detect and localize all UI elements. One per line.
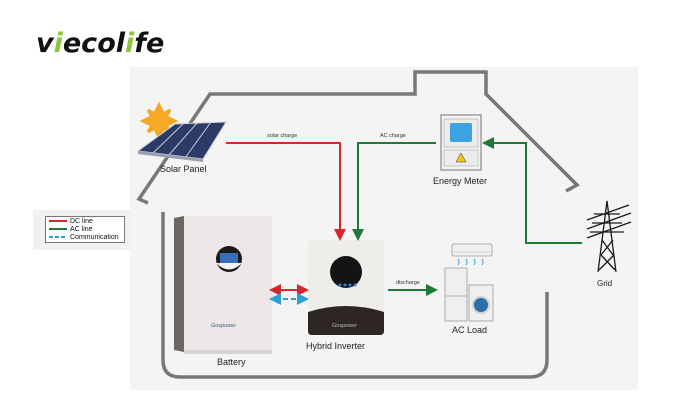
- grid-tower-icon: [586, 200, 632, 273]
- energy-meter-label: Energy Meter: [433, 176, 488, 186]
- solar-panel-icon: [136, 121, 227, 162]
- energy-meter-icon: [440, 114, 482, 171]
- house-roof-outline: [136, 70, 580, 205]
- legend-label: Communication: [70, 233, 119, 241]
- ac-charge-label: AC charge: [380, 133, 406, 139]
- battery-icon: [174, 216, 272, 354]
- communication-line-swatch: [49, 236, 67, 238]
- discharge-label: discharge: [396, 280, 420, 286]
- legend-label: DC line: [70, 217, 93, 225]
- logo-part-accent: i: [53, 28, 63, 59]
- logo-part-accent: i: [125, 28, 135, 59]
- legend-item-dc: DC line: [49, 217, 93, 225]
- dc-line-swatch: [49, 220, 67, 222]
- brand-logo: viecolife: [36, 28, 164, 59]
- logo-part: v: [36, 28, 54, 59]
- logo-part: fe: [134, 28, 165, 59]
- ac-charge-line: [352, 142, 436, 241]
- ac-line-swatch: [49, 228, 67, 230]
- house-floor-outline: [161, 212, 549, 379]
- ac-load-label: AC Load: [452, 325, 488, 335]
- legend-item-communication: Communication: [49, 233, 119, 241]
- grid-to-meter-line: [482, 137, 582, 244]
- logo-part: ecol: [62, 28, 125, 59]
- solar-panel-label: Solar Panel: [160, 164, 207, 174]
- ac-load-icon: [444, 243, 494, 322]
- hybrid-inverter-icon: [308, 240, 384, 335]
- legend-label: AC line: [70, 225, 93, 233]
- inverter-brand-label: Gospower: [332, 323, 358, 329]
- hybrid-inverter-label: Hybrid Inverter: [306, 341, 366, 351]
- legend-item-ac: AC line: [49, 225, 93, 233]
- legend: DC line AC line Communication: [45, 216, 125, 243]
- solar-charge-label: solar charge: [267, 133, 298, 139]
- battery-label: Battery: [217, 357, 246, 367]
- battery-brand-label: Gospower: [211, 323, 237, 329]
- solar-charge-line: [226, 142, 346, 241]
- grid-label: Grid: [597, 279, 613, 288]
